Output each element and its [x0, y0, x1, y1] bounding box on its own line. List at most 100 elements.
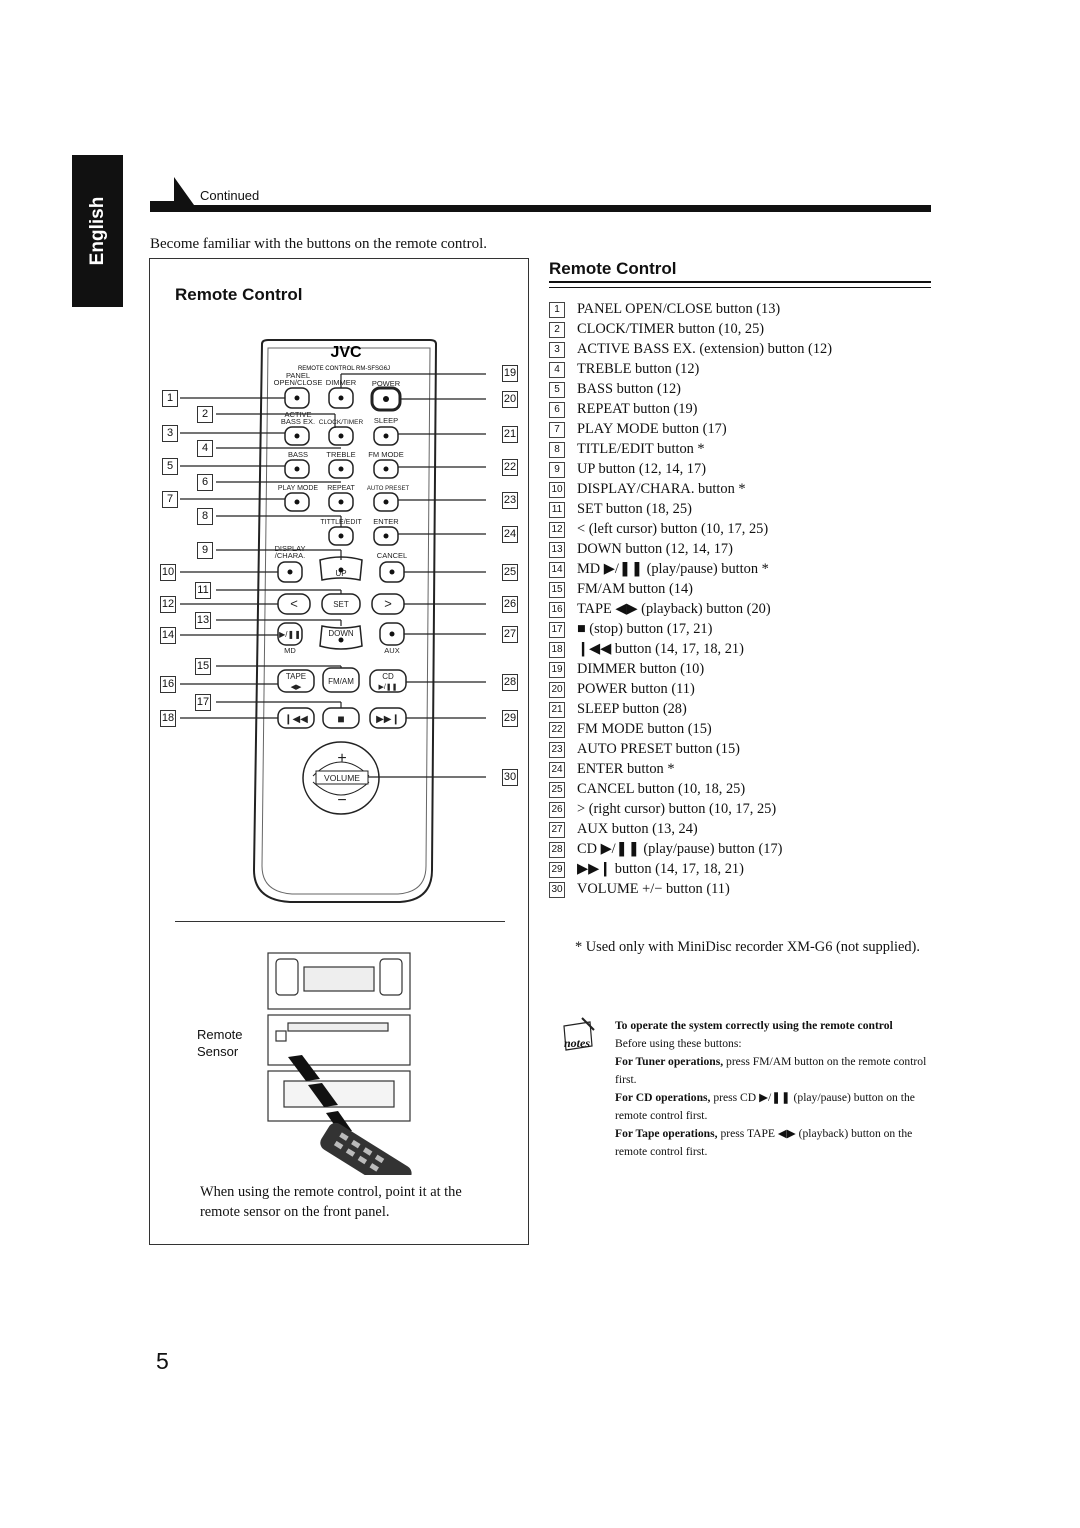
button-list-text: ▶▶❙ button (14, 17, 18, 21) [577, 861, 744, 877]
button-list-text: TAPE ◀▶ (playback) button (20) [577, 601, 771, 617]
button-list-item: 14 MD ▶/❚❚ (play/pause) button * [549, 559, 939, 579]
button-list-number: 4 [549, 361, 565, 378]
button-list-item: 12< (left cursor) button (10, 17, 25) [549, 519, 939, 539]
button-list-text: < (left cursor) button (10, 17, 25) [577, 521, 769, 537]
callout-8: 8 [197, 508, 213, 525]
button-list-number: 6 [549, 401, 565, 418]
callout-22: 22 [502, 459, 518, 476]
notes-tuner-bold: For Tuner operations, [615, 1055, 724, 1068]
md-play-pause-button[interactable] [277, 622, 303, 646]
button-list-number: 27 [549, 821, 565, 838]
button-list-text: DOWN button (12, 14, 17) [577, 541, 733, 557]
button-list-number: 15 [549, 581, 565, 598]
button-list-number: 13 [549, 541, 565, 558]
previous-icon: ❙◀◀ [284, 714, 308, 725]
label-chara: /CHARA. [275, 551, 305, 560]
label-aux: AUX [384, 646, 399, 655]
button-list-text: VOLUME +/− button (11) [577, 881, 730, 897]
callout-23: 23 [502, 492, 518, 509]
remote-sensor-illustration [267, 952, 412, 1175]
language-tab-label: English [86, 196, 108, 266]
button-list-number: 26 [549, 801, 565, 818]
callout-20: 20 [502, 391, 518, 408]
callout-12: 12 [160, 596, 176, 613]
volume-plus-label: + [337, 750, 346, 767]
label-md: MD [284, 646, 296, 655]
callout-2: 2 [197, 406, 213, 423]
button-list-text: POWER button (11) [577, 681, 695, 697]
label-panel: PANEL [286, 371, 310, 380]
callout-27: 27 [502, 626, 518, 643]
button-list-text: MD ▶/❚❚ (play/pause) button * [577, 561, 769, 577]
button-list-text: TREBLE button (12) [577, 361, 700, 377]
stop-icon: ■ [337, 712, 344, 726]
sensor-label-line2: Sensor [197, 1044, 239, 1059]
remote-illustration-box [149, 258, 529, 1245]
callout-14: 14 [160, 627, 176, 644]
button-list-number: 2 [549, 321, 565, 338]
button-list-number: 18 [549, 641, 565, 658]
notes-cd-rest: press CD ▶/❚❚ (play/pause) button on the… [615, 1091, 915, 1122]
volume-minus-label: − [337, 792, 346, 809]
notes-heading: To operate the system correctly using th… [615, 1019, 893, 1032]
callout-4: 4 [197, 440, 213, 457]
button-list-text: SLEEP button (28) [577, 701, 687, 717]
button-list-text: BASS button (12) [577, 381, 681, 397]
callout-17: 17 [195, 694, 211, 711]
remote-sensor-label: Remote Sensor [197, 1026, 243, 1060]
continued-label: Continued [200, 188, 260, 203]
callout-7: 7 [162, 491, 178, 508]
label-right-cursor: > [384, 596, 392, 611]
button-list-text: > (right cursor) button (10, 17, 25) [577, 801, 777, 817]
button-list-item: 18❙◀◀ button (14, 17, 18, 21) [549, 639, 939, 659]
button-list-item: 21 SLEEP button (28) [549, 699, 939, 719]
notes-tuner: For Tuner operations, press FM/AM button… [615, 1053, 933, 1089]
label-open-close: OPEN/CLOSE [274, 378, 323, 387]
md-play-pause-icon: ▶/❚❚ [279, 630, 301, 639]
button-list-text: DISPLAY/CHARA. button * [577, 481, 746, 497]
button-list-number: 14 [549, 561, 565, 578]
label-bass-ex: BASS EX. [281, 417, 315, 426]
left-section-title: Remote Control [175, 285, 303, 304]
notes-cd-bold: For CD operations, [615, 1091, 711, 1104]
button-list-item: 6 REPEAT button (19) [549, 399, 939, 419]
callout-26: 26 [502, 596, 518, 613]
callout-29: 29 [502, 710, 518, 727]
button-list-number: 11 [549, 501, 565, 518]
callout-10: 10 [160, 564, 176, 581]
label-down: DOWN [328, 629, 354, 638]
button-list-number: 21 [549, 701, 565, 718]
button-list-text: FM MODE button (15) [577, 721, 712, 737]
button-list-text: FM/AM button (14) [577, 581, 693, 597]
tape-button[interactable] [277, 669, 315, 693]
button-list-item: 29▶▶❙ button (14, 17, 18, 21) [549, 859, 939, 879]
model-line: REMOTE CONTROL RM-SFSG6J [298, 366, 390, 372]
label-up: UP [335, 569, 346, 578]
button-list-text: REPEAT button (19) [577, 401, 698, 417]
notes-tuner-rest: press FM/AM button on the remote control… [615, 1055, 927, 1086]
button-list-text: UP button (12, 14, 17) [577, 461, 706, 477]
callout-15: 15 [195, 658, 211, 675]
button-list-text: AUTO PRESET button (15) [577, 741, 740, 757]
cd-button[interactable] [369, 669, 407, 693]
button-list-text: DIMMER button (10) [577, 661, 705, 677]
label-tape: TAPE [286, 672, 306, 681]
button-list-number: 24 [549, 761, 565, 778]
label-fm-mode: FM MODE [368, 450, 403, 459]
button-list-text: ENTER button * [577, 761, 675, 777]
notes-icon-label: notes [564, 1036, 590, 1050]
remote-control-illustration: JVC REMOTE CONTROL RM-SFSG6J PANEL OPEN/… [180, 339, 486, 903]
